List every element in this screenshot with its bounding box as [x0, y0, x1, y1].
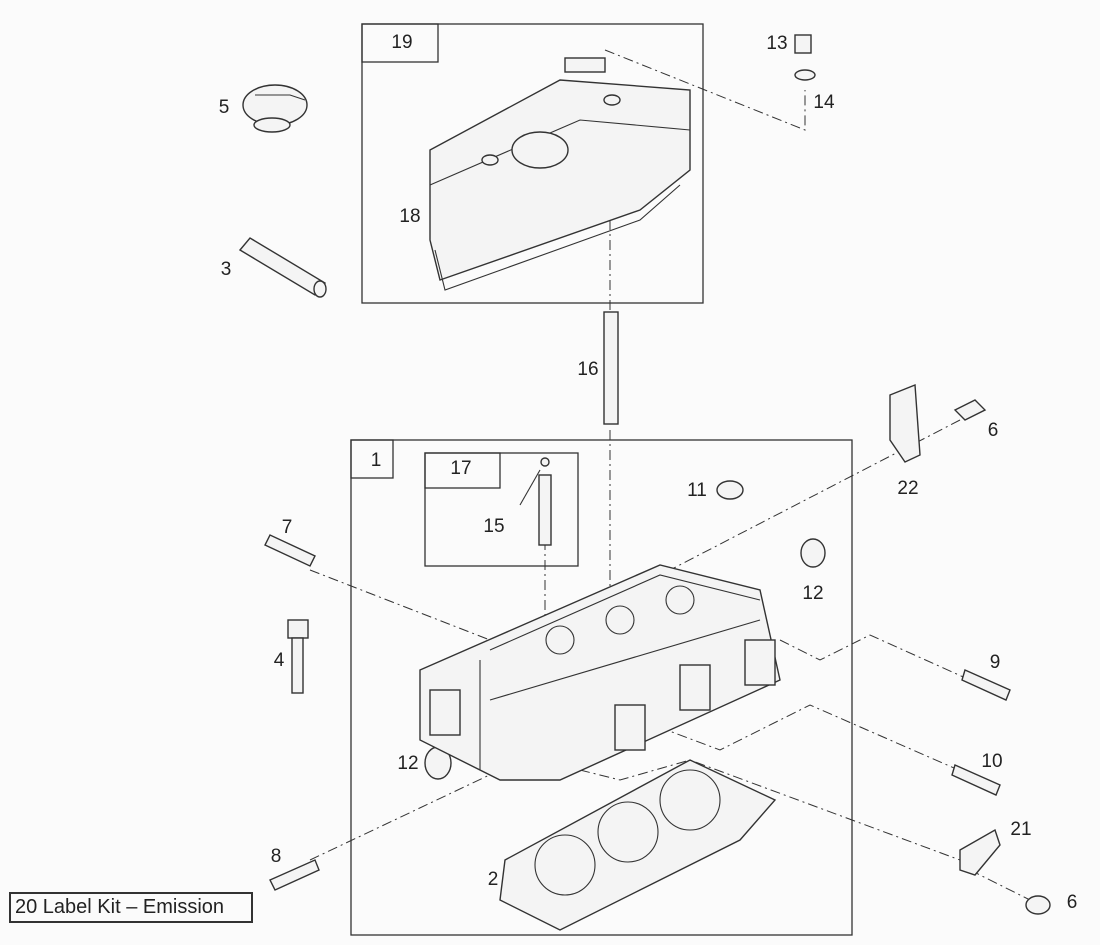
callout-12-right: 12 [802, 583, 823, 604]
plug-12-part [424, 538, 826, 780]
kit-box-1 [350, 439, 853, 936]
callout-2: 2 [488, 869, 499, 890]
label-kit-emission: 20 Label Kit – Emission [9, 892, 253, 923]
head-gasket-part [499, 759, 777, 931]
callout-4: 4 [274, 650, 285, 671]
callout-5: 5 [219, 97, 230, 118]
kit-box-17 [424, 452, 579, 567]
cylinder-head-part [419, 564, 781, 781]
plug-13-part [794, 34, 816, 81]
callout-10: 10 [981, 751, 1002, 772]
valve-cover-part [429, 57, 691, 291]
stud-16-part [603, 311, 619, 425]
callout-12-left: 12 [397, 753, 418, 774]
callout-6-bottom: 6 [1067, 892, 1078, 913]
stud-7-part [264, 534, 316, 567]
callout-19: 19 [391, 32, 412, 53]
sleeve-part [238, 237, 327, 298]
kit-box-19 [361, 23, 704, 304]
callout-21: 21 [1010, 819, 1031, 840]
callout-16: 16 [577, 359, 598, 380]
callout-14: 14 [813, 92, 835, 113]
leader-lines [309, 49, 1031, 901]
callout-22: 22 [897, 478, 918, 499]
stud-8-part [269, 859, 320, 891]
bracket-21-part [959, 828, 1051, 915]
callout-11: 11 [687, 480, 707, 501]
stud-10-part [951, 764, 1001, 796]
callout-1: 1 [371, 450, 382, 471]
callout-13: 13 [766, 33, 787, 54]
bolt-4-part [287, 619, 309, 694]
callout-17: 17 [450, 458, 471, 479]
callout-15: 15 [483, 516, 504, 537]
bracket-22-part [889, 383, 987, 463]
callout-7: 7 [282, 517, 293, 538]
oil-cap-part [242, 84, 308, 133]
callout-8: 8 [271, 846, 282, 867]
callout-6-top: 6 [988, 420, 999, 441]
stud-9-part [961, 669, 1011, 701]
callout-9: 9 [990, 652, 1001, 673]
callout-3: 3 [221, 259, 232, 280]
plug-11-part [716, 480, 744, 500]
callout-18: 18 [399, 206, 420, 227]
pin-15-part [538, 457, 552, 546]
